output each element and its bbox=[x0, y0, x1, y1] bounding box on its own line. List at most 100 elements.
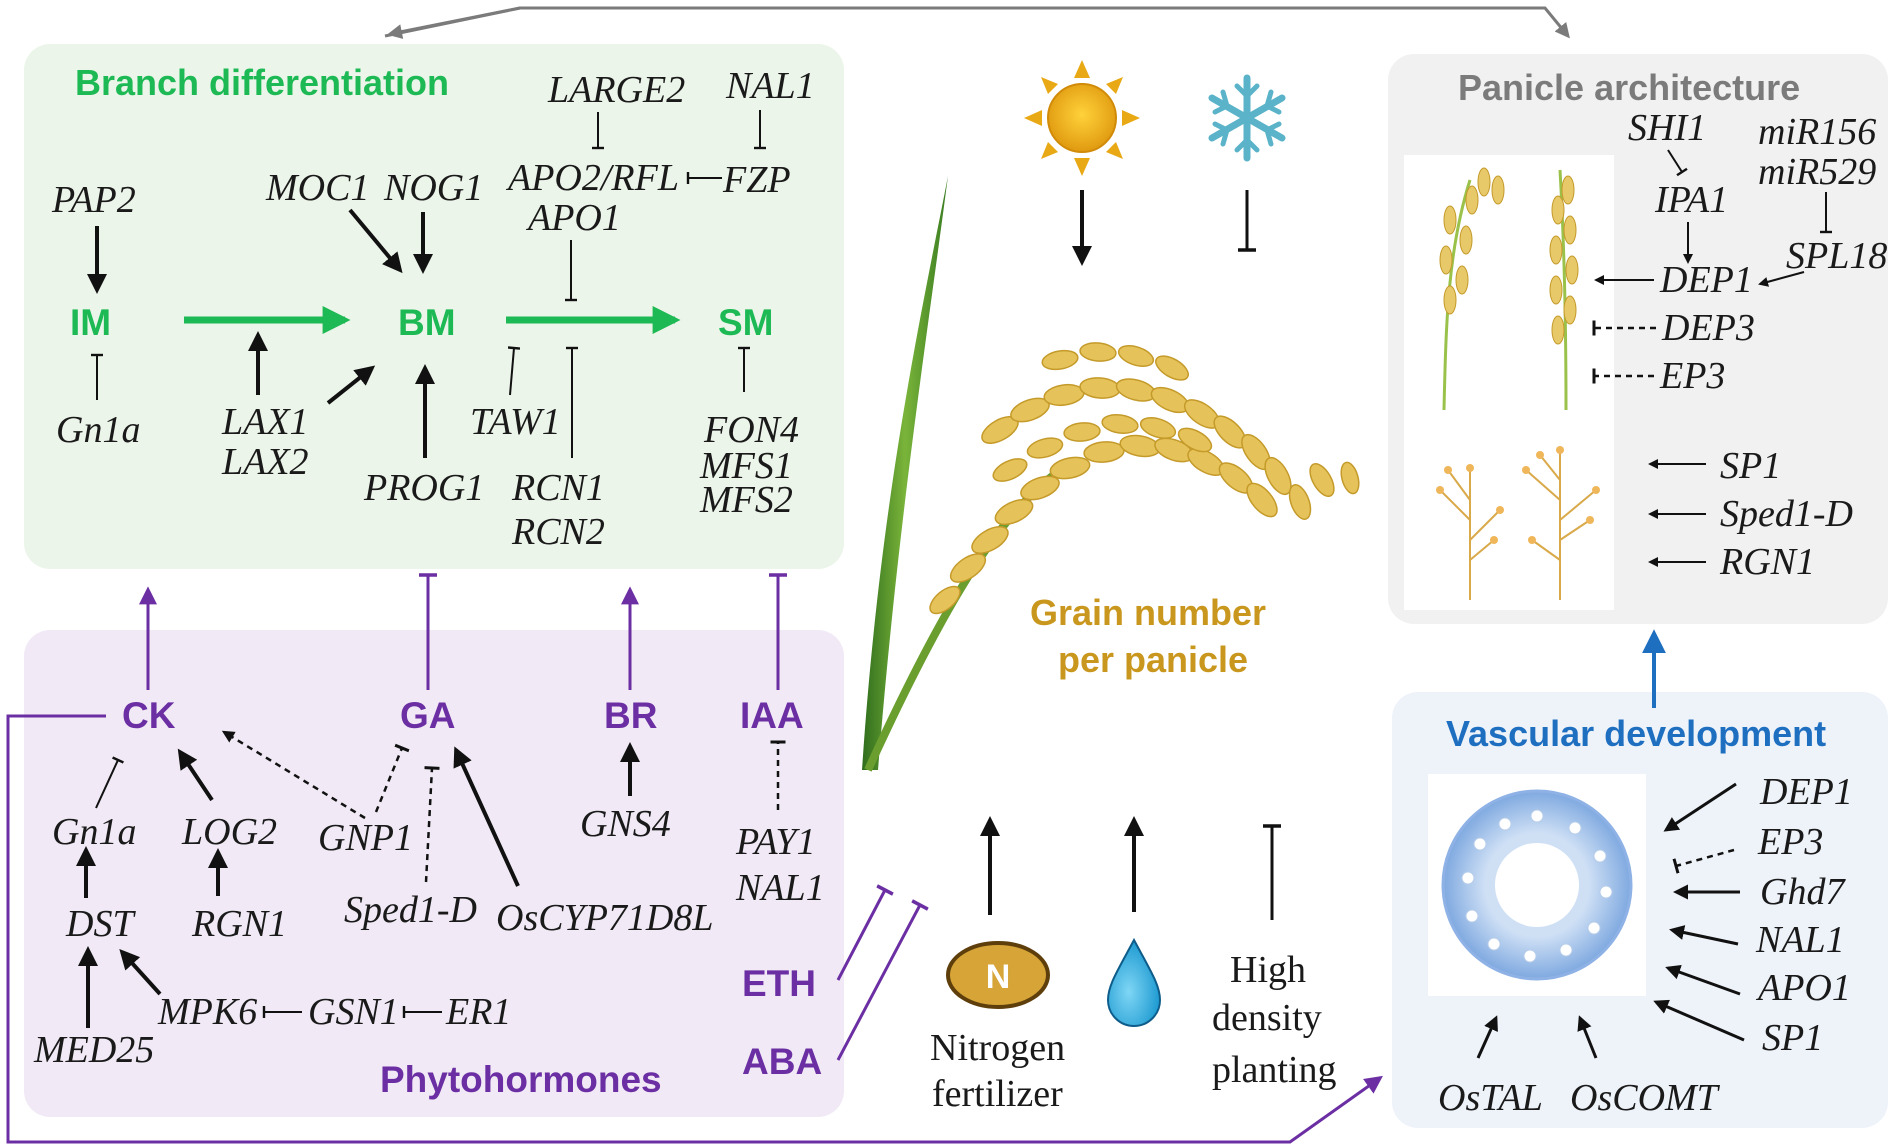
phytohormones-title: Phytohormones bbox=[380, 1059, 662, 1100]
meristem-bm: BM bbox=[398, 302, 456, 343]
gene-med25: MED25 bbox=[33, 1029, 154, 1071]
density-label-line1: High bbox=[1230, 949, 1306, 991]
gene-rgn1-panicle: RGN1 bbox=[1719, 541, 1815, 583]
ck-to-vascular-connector bbox=[6, 714, 1383, 1144]
spl18-activates-dep1 bbox=[1758, 271, 1805, 287]
gene-pay1: PAY1 bbox=[735, 821, 816, 863]
oscomt-activates-vascular bbox=[1577, 1015, 1598, 1059]
gene-ghd7: Ghd7 bbox=[1760, 871, 1846, 913]
gene-ep3-panicle: EP3 bbox=[1659, 355, 1725, 397]
gene-oscomt: OsCOMT bbox=[1570, 1077, 1721, 1119]
density-label-line3: planting bbox=[1212, 1049, 1337, 1091]
gene-mfs1: MFS1 bbox=[699, 445, 793, 487]
nal1-activates-vascular bbox=[1669, 925, 1739, 946]
rice-panicle-illustration bbox=[862, 176, 1360, 772]
gene-gn1a-branch: Gn1a bbox=[56, 409, 140, 451]
lax-activates-bm bbox=[326, 365, 376, 405]
gene-ep3-vascular: EP3 bbox=[1757, 821, 1823, 863]
panicle-drawings bbox=[1436, 167, 1600, 600]
gene-large2: LARGE2 bbox=[547, 69, 685, 111]
hormone-ga: GA bbox=[400, 695, 456, 736]
gene-mfs2: MFS2 bbox=[699, 479, 793, 521]
gene-spl18: SPL18 bbox=[1786, 235, 1887, 277]
dep1-activates-vascular bbox=[1663, 782, 1737, 832]
gene-er1: ER1 bbox=[445, 991, 511, 1033]
gene-sped1d-panicle: Sped1-D bbox=[1720, 493, 1853, 535]
gene-nal1-phyto: NAL1 bbox=[735, 867, 825, 909]
moc1-activates-bm bbox=[348, 208, 403, 274]
gene-fzp: FZP bbox=[722, 159, 791, 201]
gene-mir156: miR156 bbox=[1758, 111, 1876, 153]
gene-sp1-vascular: SP1 bbox=[1762, 1017, 1823, 1059]
nitrogen-label-line1: Nitrogen bbox=[930, 1027, 1065, 1069]
top-connector-arrow bbox=[384, 6, 1570, 40]
gene-apo2-rfl: APO2/RFL bbox=[505, 157, 679, 199]
gene-dep1-panicle: DEP1 bbox=[1659, 259, 1753, 301]
snowflake-icon bbox=[1208, 74, 1286, 162]
gn1a-inhibits-ck bbox=[95, 756, 124, 809]
aba-inhibits-grain bbox=[836, 899, 929, 1061]
gene-ipa1: IPA1 bbox=[1654, 179, 1728, 221]
gnp1-inhibits-ga bbox=[374, 743, 410, 813]
meristem-sm: SM bbox=[718, 302, 774, 343]
apo1-activates-vascular bbox=[1665, 965, 1741, 996]
gene-dep3-panicle: DEP3 bbox=[1661, 307, 1755, 349]
branch-differentiation-title: Branch differentiation bbox=[75, 62, 449, 103]
hormone-br: BR bbox=[604, 695, 657, 736]
gene-gnp1: GNP1 bbox=[318, 817, 413, 859]
gene-gn1a-phyto: Gn1a bbox=[52, 811, 136, 853]
gene-ostal: OsTAL bbox=[1438, 1077, 1543, 1119]
nitrogen-icon: N bbox=[946, 941, 1050, 1009]
meristem-im: IM bbox=[70, 302, 111, 343]
grain-number-line2: per panicle bbox=[1058, 639, 1248, 680]
gene-nal1-vascular: NAL1 bbox=[1755, 919, 1845, 961]
gene-log2: LOG2 bbox=[181, 811, 277, 853]
gene-mir529: miR529 bbox=[1758, 151, 1876, 193]
gene-prog1: PROG1 bbox=[363, 467, 484, 509]
gene-rcn1: RCN1 bbox=[511, 467, 605, 509]
gene-lax1: LAX1 bbox=[221, 401, 309, 443]
gene-apo1-branch: APO1 bbox=[525, 197, 621, 239]
sped1d-inhibits-ga bbox=[424, 766, 440, 883]
gene-mpk6: MPK6 bbox=[157, 991, 257, 1033]
vascular-development-title: Vascular development bbox=[1446, 713, 1826, 754]
gene-taw1: TAW1 bbox=[470, 401, 561, 443]
gene-gns4: GNS4 bbox=[580, 803, 671, 845]
log2-activates-ck bbox=[177, 748, 214, 802]
gene-fon4: FON4 bbox=[703, 409, 799, 451]
nitrogen-label-line2: fertilizer bbox=[932, 1073, 1063, 1115]
gene-pap2: PAP2 bbox=[51, 179, 136, 221]
gene-shi1: SHI1 bbox=[1628, 107, 1706, 149]
gene-rcn2: RCN2 bbox=[511, 511, 605, 553]
gene-nog1: NOG1 bbox=[383, 167, 483, 209]
sp1-activates-vascular bbox=[1653, 999, 1745, 1042]
gene-apo1-vascular: APO1 bbox=[1755, 967, 1851, 1009]
gene-oscyp71d8l: OsCYP71D8L bbox=[496, 897, 714, 939]
eth-inhibits-grain bbox=[836, 884, 894, 981]
gene-dst: DST bbox=[65, 903, 136, 945]
panicle-image-area bbox=[1404, 155, 1614, 610]
shi1-inhibits-ipa1 bbox=[1667, 149, 1688, 177]
hormone-aba: ABA bbox=[742, 1041, 822, 1082]
taw1-inhibits-bm-sm bbox=[507, 346, 521, 396]
water-drop-icon bbox=[1106, 937, 1162, 1027]
gene-rgn1-phyto: RGN1 bbox=[191, 903, 287, 945]
oscyp-activates-ga bbox=[453, 746, 520, 887]
gene-nal1-branch: NAL1 bbox=[725, 65, 815, 107]
panicle-architecture-title: Panicle architecture bbox=[1458, 67, 1800, 108]
vascular-cross-section bbox=[1441, 789, 1633, 981]
branch-differentiation-panel bbox=[24, 44, 844, 569]
gene-gsn1: GSN1 bbox=[308, 991, 399, 1033]
gene-sp1-panicle: SP1 bbox=[1720, 445, 1781, 487]
density-label-line2: density bbox=[1212, 997, 1322, 1039]
gene-sped1d-phyto: Sped1-D bbox=[344, 889, 477, 931]
ostal-activates-vascular bbox=[1476, 1015, 1498, 1059]
gnp1-activates-ck bbox=[221, 730, 366, 820]
sun-icon bbox=[1024, 60, 1140, 176]
hormone-iaa: IAA bbox=[740, 695, 804, 736]
hormone-ck: CK bbox=[122, 695, 176, 736]
gene-lax2: LAX2 bbox=[221, 441, 309, 483]
mpk6-activates-dst bbox=[119, 949, 162, 996]
gene-dep1-vascular: DEP1 bbox=[1759, 771, 1853, 813]
